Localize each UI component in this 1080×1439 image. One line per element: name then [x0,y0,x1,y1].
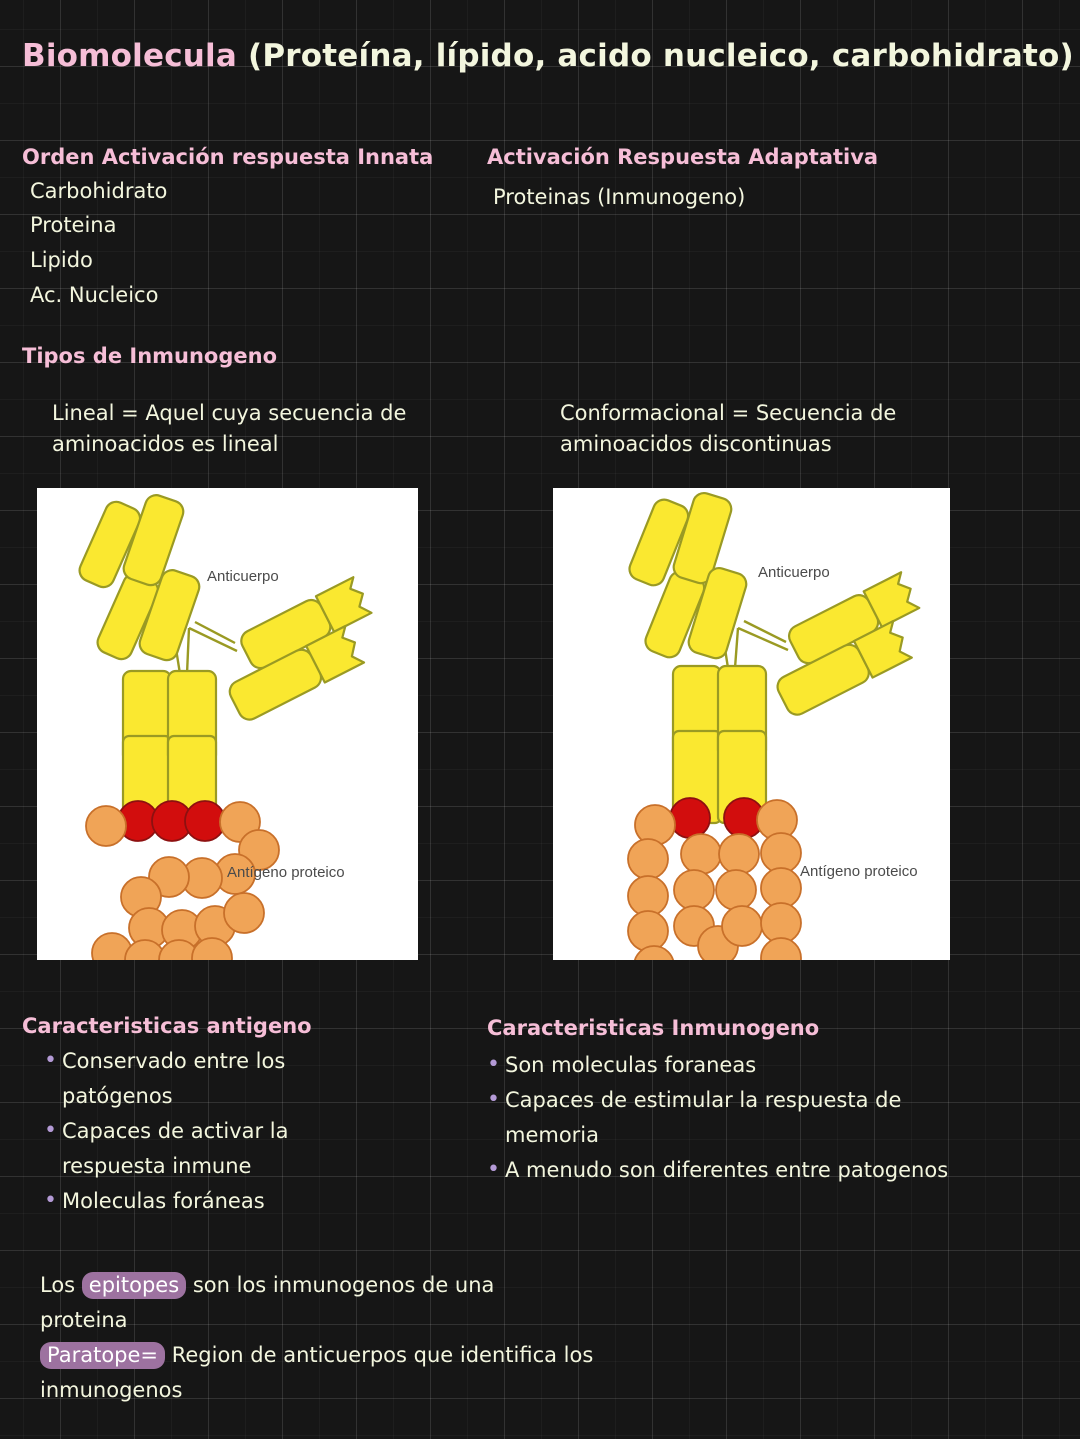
bullet-dot-icon: • [44,1118,57,1143]
immunogen-chars-list: • Son moleculas foraneas • Capaces de es… [487,1048,997,1188]
antigen-char-2: Moleculas foráneas [61,1189,265,1213]
antibody-conformational-diagram [627,492,921,960]
page-title-emphasis: Biomolecula [22,38,237,74]
immunogen-char-1: Capaces de estimular la respuesta de mem… [504,1088,902,1147]
innate-heading: Orden Activación respuesta Innata [22,145,434,169]
note-line-epitopes: Los epitopes son los inmunogenos de una … [40,1268,540,1338]
page-title: Biomolecula (Proteína, lípido, acido nuc… [22,38,1074,74]
figure-left-antigen-label: Antígeno proteico [227,864,345,881]
innate-item-3: Ac. Nucleico [30,283,159,307]
bullet-dot-icon: • [487,1052,500,1077]
list-item: • Capaces de activar la respuesta inmune [44,1114,344,1184]
figure-conformational-epitope: Anticuerpo Antígeno proteico [553,488,950,960]
note-pre: Los [40,1273,82,1297]
highlight-paratope: Paratope= [40,1342,166,1369]
innate-item-2: Lipido [30,248,93,272]
bullet-dot-icon: • [44,1188,57,1213]
note-line-paratope: Paratope= Region de anticuerpos que iden… [40,1338,620,1408]
page-title-rest: (Proteína, lípido, acido nucleico, carbo… [237,38,1074,74]
antigen-char-1: Capaces de activar la respuesta inmune [61,1119,289,1178]
innate-item-0: Carbohidrato [30,179,168,203]
immunogen-chars-heading: Caracteristicas Inmunogeno [487,1016,820,1040]
figure-linear-epitope: Anticuerpo Antígeno proteico [37,488,418,960]
figure-left-antibody-label: Anticuerpo [207,568,279,585]
antigen-chars-heading: Caracteristicas antigeno [22,1014,312,1038]
figure-right-antibody-label: Anticuerpo [758,564,830,581]
list-item: • Capaces de estimular la respuesta de m… [487,1083,997,1153]
list-item: • Son moleculas foraneas [487,1048,997,1083]
antigen-char-0: Conservado entre los patógenos [61,1049,286,1108]
antigen-chars-list: • Conservado entre los patógenos • Capac… [44,1044,344,1219]
list-item: • A menudo son diferentes entre patogeno… [487,1153,997,1188]
adaptive-heading: Activación Respuesta Adaptativa [487,145,879,169]
note-post: son los inmunogenos de una proteina [40,1273,495,1332]
adaptive-item-0: Proteinas (Inmunogeno) [493,185,746,209]
list-item: • Moleculas foráneas [44,1184,344,1219]
type-conformational-text: Conformacional = Secuencia de aminoacido… [560,401,897,456]
immunogen-char-2: A menudo son diferentes entre patogenos [504,1158,949,1182]
types-heading: Tipos de Inmunogeno [22,344,278,368]
type-linear-text: Lineal = Aquel cuya secuencia de aminoac… [52,401,407,456]
figure-right-antigen-label: Antígeno proteico [800,863,918,880]
highlight-epitopes: epitopes [81,1272,187,1299]
bullet-dot-icon: • [487,1157,500,1182]
antibody-linear-diagram [78,494,373,960]
immunogen-char-0: Son moleculas foraneas [504,1053,757,1077]
note-paratope-post: Region de anticuerpos que identifica los… [40,1343,594,1402]
bullet-dot-icon: • [44,1048,57,1073]
bullet-dot-icon: • [487,1087,500,1112]
list-item: • Conservado entre los patógenos [44,1044,344,1114]
innate-item-1: Proteina [30,213,117,237]
